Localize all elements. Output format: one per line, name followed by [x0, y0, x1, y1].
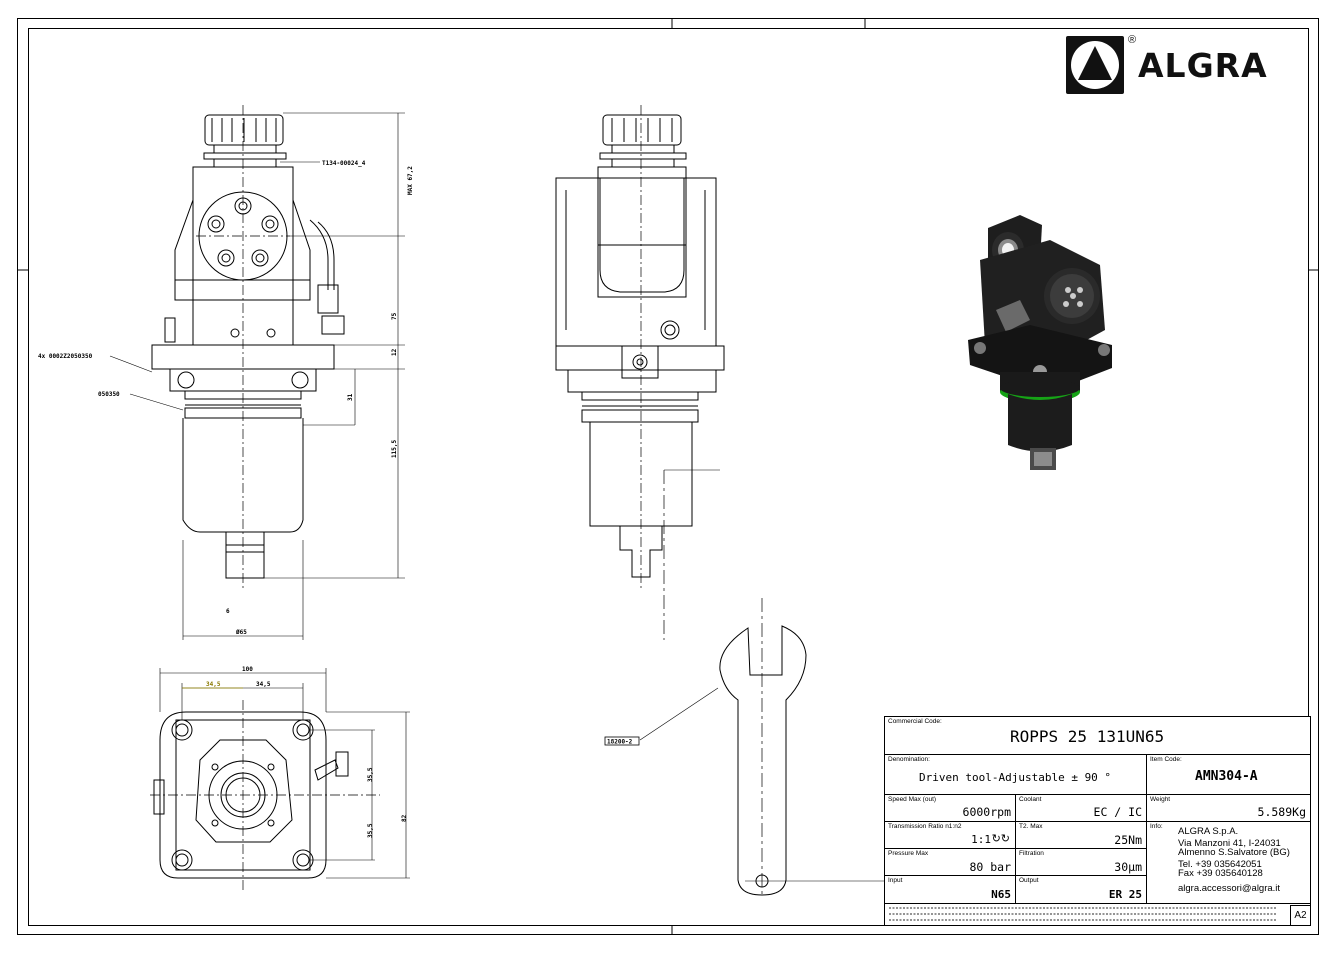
info-city: Almenno S.Salvatore (BG) — [1178, 847, 1290, 858]
dim-6: 6 — [226, 608, 230, 615]
wrench-drawing: 18200-2 — [604, 598, 885, 896]
commercial-code-cell: Commercial Code: ROPPS 25 131UN65 — [885, 717, 1310, 755]
outer-frame — [17, 18, 1319, 935]
torque-value: 25Nm — [1114, 833, 1142, 847]
ratio-label: Transmission Ratio n1:n2 — [888, 823, 962, 830]
filtration-label: Filtration — [1019, 850, 1044, 857]
inner-frame — [28, 28, 1309, 926]
dim-115: 115,5 — [391, 440, 398, 458]
brand-name: ALGRA — [1138, 46, 1268, 85]
speed-cell: Speed Max (out) 6000rpm — [885, 795, 1016, 822]
input-label: Input — [888, 877, 903, 884]
info-fax: Fax +39 035640128 — [1178, 868, 1263, 879]
legal-fine-print — [885, 904, 1290, 925]
registered-mark: ® — [1128, 34, 1137, 46]
item-code-cell: Item Code: AMN304-A — [1147, 755, 1310, 795]
output-label: Output — [1019, 877, 1039, 884]
logo-triangle-icon — [1066, 36, 1124, 94]
filtration-value: 30µm — [1114, 860, 1142, 874]
dim-34-5-a: 34,5 — [206, 681, 221, 688]
weight-cell: Weight 5.589Kg — [1147, 795, 1310, 822]
oring-label: 050350 — [98, 391, 120, 398]
coolant-label: Coolant — [1019, 796, 1042, 803]
item-code-label: Item Code: — [1150, 756, 1182, 763]
dim-12: 12 — [391, 348, 398, 356]
info-street: Via Manzoni 41, I-24031 — [1178, 837, 1281, 849]
rotation-direction-icon: ↻↻ — [991, 833, 1010, 845]
dim-d65: Ø65 — [235, 629, 247, 636]
input-value: N65 — [991, 888, 1011, 901]
product-3d-render — [968, 215, 1112, 470]
filtration-cell: Filtration 30µm — [1016, 849, 1147, 876]
frame-ticks — [17, 18, 1319, 935]
weight-label: Weight — [1150, 796, 1171, 803]
weight-value: 5.589Kg — [1257, 805, 1306, 819]
speed-label: Speed Max (out) — [888, 796, 937, 803]
input-cell: Input N65 — [885, 876, 1016, 904]
info-tel: Tel. +39 035642051 — [1178, 858, 1262, 870]
title-block: Commercial Code: ROPPS 25 131UN65 Denomi… — [884, 716, 1311, 926]
commercial-code-label: Commercial Code: — [888, 718, 942, 725]
bottom-view: 100 34,5 34,5 35,5 35,5 82 — [150, 666, 410, 890]
front-view: MAX 67,2 75 12 31 115,5 Ø65 6 T134-00024… — [38, 105, 414, 640]
screws-label: 4x 0002Z2050350 — [38, 353, 93, 360]
info-lines: ALGRA S.p.A. Via Manzoni 41, I-24031 Alm… — [1178, 826, 1290, 894]
dim-35-5-b: 35,5 — [367, 823, 374, 838]
brand-logo: ® ALGRA — [1066, 34, 1306, 96]
item-code: AMN304-A — [1195, 769, 1258, 784]
coolant-value: EC / IC — [1093, 805, 1142, 819]
ratio-cell: Transmission Ratio n1:n2 1:1 ↻↻ — [885, 822, 1016, 849]
ratio-value: 1:1 — [971, 833, 991, 846]
wrench-code-label: 18200-2 — [607, 739, 633, 746]
dim-100: 100 — [242, 666, 253, 673]
denomination-cell: Denomination: Driven tool-Adjustable ± 9… — [885, 755, 1147, 795]
torque-cell: T2. Max 25Nm — [1016, 822, 1147, 849]
info-label: Info: — [1150, 823, 1163, 830]
output-value: ER 25 — [1108, 888, 1142, 901]
dim-35-5-a: 35,5 — [367, 767, 374, 782]
nut-code-label: T134-00024_4 — [322, 160, 366, 167]
pressure-label: Pressure Max — [888, 850, 929, 857]
speed-value: 6000rpm — [962, 805, 1011, 819]
pressure-cell: Pressure Max 80 bar — [885, 849, 1016, 876]
dim-31: 31 — [347, 393, 354, 401]
torque-label: T2. Max — [1019, 823, 1043, 830]
commercial-code: ROPPS 25 131UN65 — [1010, 727, 1165, 746]
fine-print-lines — [889, 907, 1277, 921]
output-cell: Output ER 25 — [1016, 876, 1147, 904]
info-company: ALGRA S.p.A. — [1178, 826, 1239, 837]
info-email[interactable]: algra.accessori@algra.it — [1178, 882, 1281, 894]
revision-box: A2 — [1290, 905, 1310, 925]
denomination-label: Denomination: — [888, 756, 930, 763]
pressure-value: 80 bar — [969, 860, 1011, 874]
coolant-cell: Coolant EC / IC — [1016, 795, 1147, 822]
info-cell: Info: ALGRA S.p.A. Via Manzoni 41, I-240… — [1147, 822, 1310, 904]
dim-75: 75 — [391, 312, 398, 320]
dim-82: 82 — [401, 814, 408, 822]
side-view — [555, 105, 725, 640]
dim-34-5-b: 34,5 — [256, 681, 271, 688]
denomination: Driven tool-Adjustable ± 90 ° — [919, 771, 1112, 784]
dim-max: MAX 67,2 — [407, 166, 414, 195]
